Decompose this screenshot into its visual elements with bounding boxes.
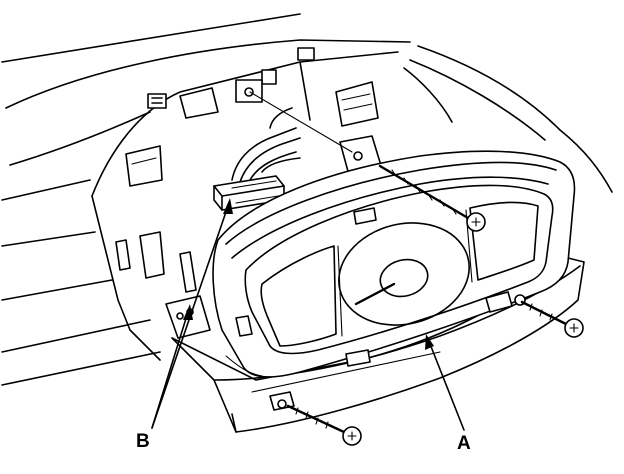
wire-harness xyxy=(231,107,301,183)
dash-clips xyxy=(115,47,379,293)
screw-bottom xyxy=(286,404,362,446)
dashboard-outline xyxy=(1,13,613,386)
screw-right xyxy=(520,300,584,338)
leader-b xyxy=(151,198,233,429)
screw-upper xyxy=(378,164,486,232)
callout-a-label: A xyxy=(457,433,471,454)
leader-screw-dash xyxy=(249,91,353,153)
callout-b-label: B xyxy=(136,431,150,452)
leader-a xyxy=(425,334,465,431)
